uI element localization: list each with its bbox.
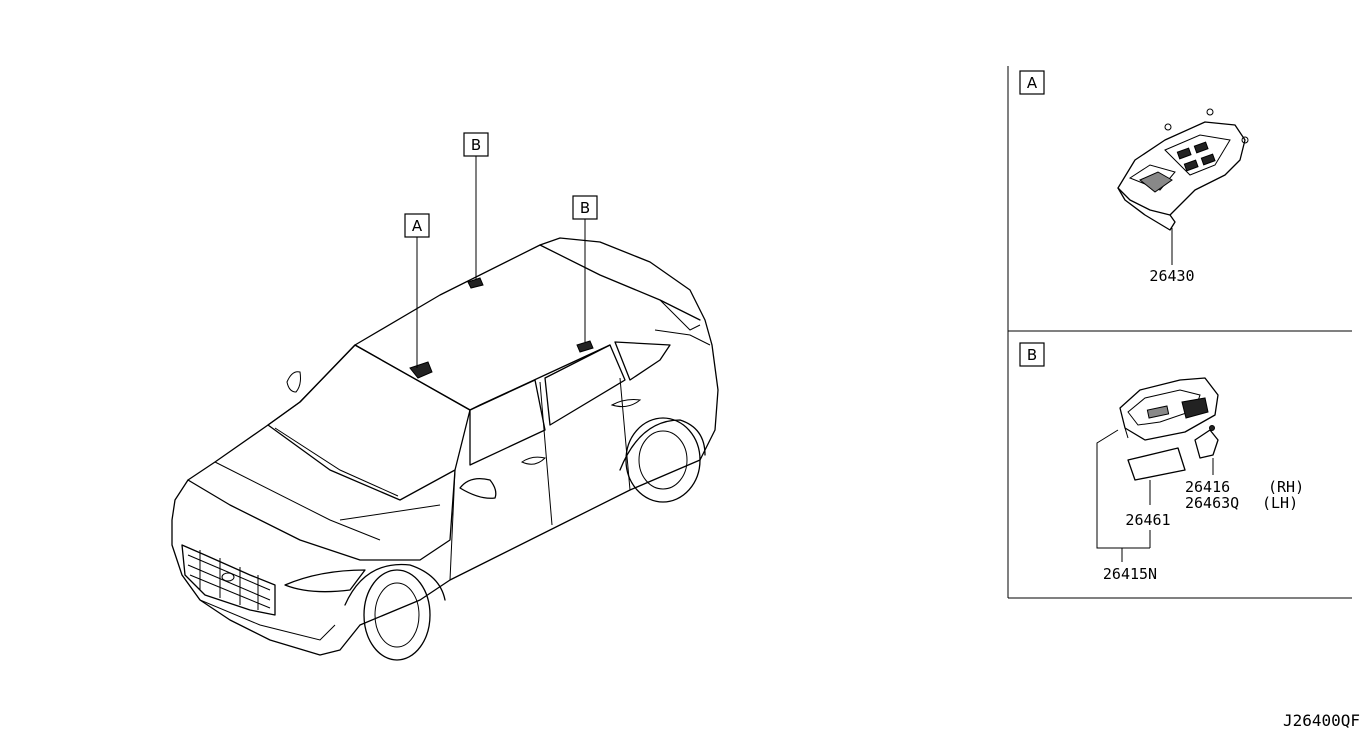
- panel-b: B 26416 (RH) 26463Q (LH) 26461 26415N: [1019, 342, 1304, 583]
- panel-a-callout: A: [1027, 74, 1038, 92]
- part-26416-side: (RH): [1268, 478, 1304, 496]
- part-26463q-side: (LH): [1262, 494, 1298, 512]
- car-callout-b-front-label: B: [471, 136, 481, 154]
- car-callout-b-front: B: [463, 132, 489, 157]
- panel-a: A 26430: [1019, 70, 1249, 285]
- diagram-code: J26400QF: [1283, 711, 1360, 730]
- car-callout-a-label: A: [412, 217, 423, 235]
- room-lamp-assembly: [1119, 377, 1219, 441]
- panel-b-callout: B: [1027, 346, 1037, 364]
- car-callout-b-rear-label: B: [580, 199, 590, 217]
- part-number-26463q: 26463Q: [1185, 494, 1239, 512]
- part-number-26430: 26430: [1149, 267, 1194, 285]
- vehicle-illustration: [171, 237, 719, 661]
- detail-panels-frame: [1007, 66, 1352, 599]
- part-number-26461: 26461: [1125, 511, 1170, 529]
- part-number-26415n: 26415N: [1103, 565, 1157, 583]
- lens-26461: [1127, 447, 1186, 481]
- car-callout-b-rear: B: [572, 195, 598, 220]
- part-number-26416: 26416: [1185, 478, 1230, 496]
- bulb-26416: [1194, 429, 1219, 459]
- map-lamp-assembly: [1117, 108, 1249, 231]
- car-callout-a: A: [404, 213, 430, 238]
- lamp-b-rear-on-roof: [576, 340, 594, 353]
- lamp-a-on-roof: [409, 361, 433, 379]
